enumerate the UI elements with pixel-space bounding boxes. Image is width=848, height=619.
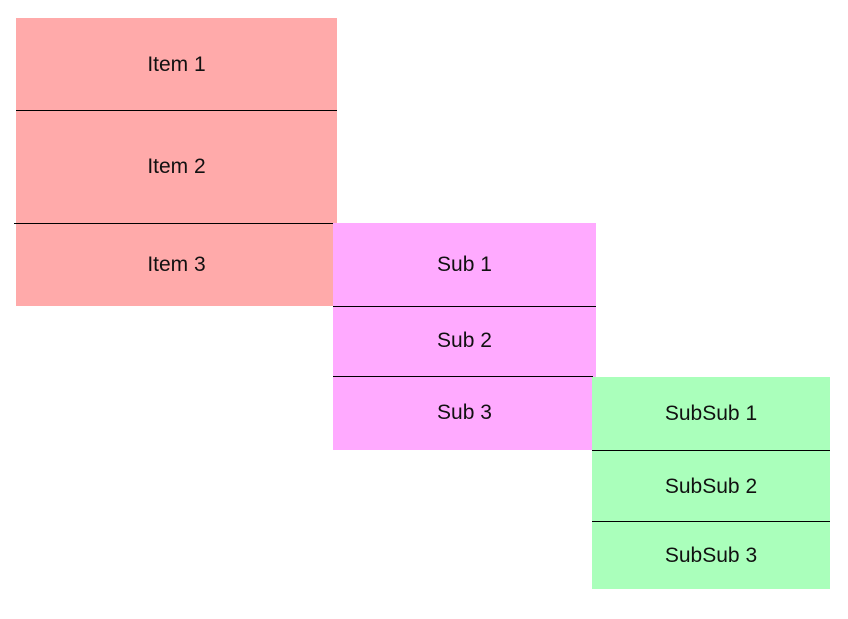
- menu-item-item-3[interactable]: Item 3: [16, 223, 337, 306]
- menu-item-item-2[interactable]: Item 2: [16, 111, 337, 223]
- submenu-item-sub-3[interactable]: Sub 3: [333, 376, 596, 450]
- subsubmenu-divider: [592, 521, 830, 522]
- submenu-item-sub-2[interactable]: Sub 2: [333, 306, 596, 376]
- submenu-divider: [333, 306, 596, 307]
- menu-divider: [16, 110, 337, 111]
- subsubmenu-item-subsub-1[interactable]: SubSub 1: [592, 377, 830, 451]
- submenu-level-3: SubSub 1 SubSub 2 SubSub 3: [592, 377, 830, 589]
- subsubmenu-divider: [592, 450, 830, 451]
- subsubmenu-item-subsub-3[interactable]: SubSub 3: [592, 522, 830, 589]
- menu-divider: [14, 223, 333, 224]
- menu-level-1: Item 1 Item 2 Item 3: [14, 18, 337, 306]
- submenu-item-sub-1[interactable]: Sub 1: [333, 223, 596, 306]
- submenu-divider: [333, 376, 593, 377]
- submenu-level-2: Sub 1 Sub 2 Sub 3: [333, 223, 596, 450]
- subsubmenu-item-subsub-2[interactable]: SubSub 2: [592, 451, 830, 522]
- menu-item-item-1[interactable]: Item 1: [16, 18, 337, 111]
